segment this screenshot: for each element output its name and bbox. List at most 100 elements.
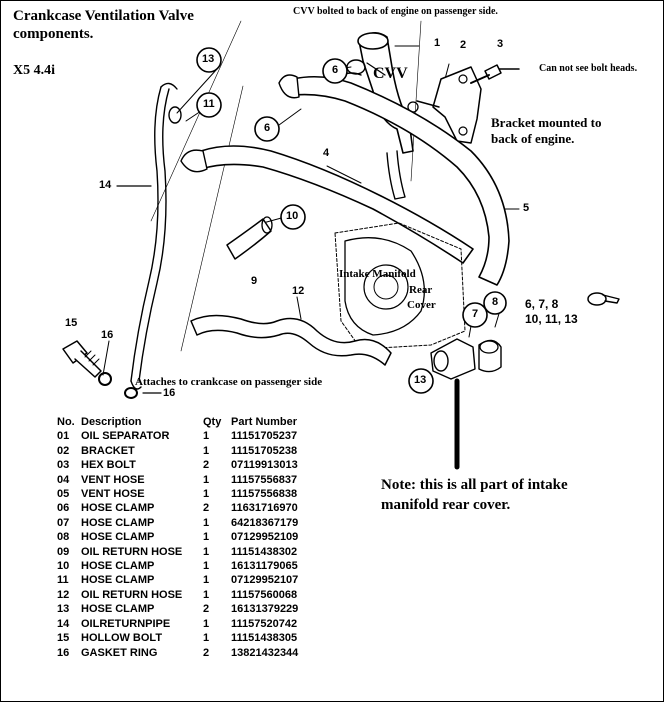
intake-manifold-label: Intake Manifold: [339, 268, 416, 280]
table-row: 08 HOSE CLAMP 1 07129952109: [57, 530, 341, 544]
cell-desc: BRACKET: [81, 444, 135, 457]
cell-pn: 11151438305: [231, 632, 298, 645]
cell-no: 12: [57, 588, 70, 601]
cell-desc: OIL RETURN HOSE: [81, 588, 183, 601]
cell-pn: 16131379229: [231, 603, 299, 616]
crankcase-note: Attaches to crankcase on passenger side: [135, 376, 323, 388]
rear-label: Rear: [409, 284, 433, 296]
table-row: 02 BRACKET 1 11151705238: [57, 444, 341, 458]
cell-pn: 11157520742: [231, 617, 298, 630]
cell-desc: HOSE CLAMP: [81, 560, 155, 573]
cell-qty: 1: [203, 560, 210, 573]
cell-qty: 1: [203, 545, 210, 558]
cell-no: 07: [57, 516, 70, 529]
cell-pn: 07119913013: [231, 459, 298, 472]
clamp-group-line-1: 6, 7, 8: [525, 297, 559, 311]
cvv-location-note: CVV bolted to back of engine on passenge…: [293, 6, 498, 17]
cell-no: 11: [57, 574, 69, 587]
cell-pn: 13821432344: [231, 646, 299, 659]
cell-pn: 07129952107: [231, 574, 299, 587]
callout-5: 5: [523, 202, 530, 214]
callout-12: 12: [292, 285, 305, 297]
cell-no: 01: [57, 430, 70, 443]
cell-desc: VENT HOSE: [81, 488, 145, 501]
cell-pn: 11151705238: [231, 444, 298, 457]
rear-cover-note: Note: this is all part of intake manifol…: [381, 477, 568, 513]
cover-label: Cover: [407, 299, 436, 311]
cell-pn: 11157556838: [231, 488, 298, 501]
callout-3: 3: [497, 38, 504, 50]
cell-desc: GASKET RING: [81, 646, 158, 659]
callout-10: 10: [286, 210, 299, 222]
cell-desc: HEX BOLT: [81, 459, 136, 472]
callout-13-bottom: 13: [414, 374, 427, 386]
cell-qty: 2: [203, 502, 210, 515]
cell-desc: HOLLOW BOLT: [81, 632, 163, 645]
cell-pn: 11157556837: [231, 473, 298, 486]
cell-qty: 1: [203, 632, 210, 645]
table-row: 15 HOLLOW BOLT 1 11151438305: [57, 631, 341, 645]
cell-qty: 1: [203, 473, 210, 486]
cell-no: 03: [57, 459, 70, 472]
cell-qty: 1: [203, 574, 210, 587]
cell-no: 05: [57, 488, 70, 501]
table-row: 03 HEX BOLT 2 07119913013: [57, 458, 341, 472]
callout-13-top: 13: [202, 53, 215, 65]
callout-16-bottom: 16: [163, 387, 176, 399]
cell-pn: 11631716970: [231, 502, 298, 515]
bracket-note: Bracket mounted to back of engine.: [491, 115, 602, 146]
cell-no: 15: [57, 632, 70, 645]
cell-no: 14: [57, 617, 70, 630]
callout-6-top: 6: [332, 64, 339, 76]
callout-7: 7: [472, 308, 479, 320]
cell-qty: 1: [203, 588, 210, 601]
cell-no: 02: [57, 444, 70, 457]
callout-15: 15: [65, 317, 78, 329]
cell-pn: 11151705237: [231, 430, 298, 443]
callout-16-top: 16: [101, 329, 114, 341]
callout-9: 9: [251, 275, 258, 287]
table-row: 07 HOSE CLAMP 1 64218367179: [57, 516, 341, 530]
col-no-header: No.: [57, 416, 75, 428]
cell-no: 04: [57, 473, 70, 486]
cell-desc: HOSE CLAMP: [81, 516, 155, 529]
table-row: 09 OIL RETURN HOSE 1 11151438302: [57, 545, 341, 559]
cell-pn: 07129952109: [231, 531, 299, 544]
cell-no: 08: [57, 531, 70, 544]
col-qty-header: Qty: [203, 416, 222, 428]
col-description-header: Description: [81, 416, 142, 428]
cell-qty: 1: [203, 516, 210, 529]
cell-pn: 64218367179: [231, 516, 299, 529]
cell-qty: 1: [203, 531, 210, 544]
cell-qty: 2: [203, 459, 210, 472]
cell-desc: OIL RETURN HOSE: [81, 545, 183, 558]
cell-no: 06: [57, 502, 70, 515]
cell-no: 09: [57, 545, 70, 558]
cell-desc: OILRETURNPIPE: [81, 617, 171, 630]
cell-qty: 1: [203, 444, 210, 457]
cell-no: 16: [57, 646, 70, 659]
cell-desc: HOSE CLAMP: [81, 502, 155, 515]
callout-11: 11: [203, 98, 215, 110]
cell-qty: 2: [203, 603, 210, 616]
diagram-title: Crankcase Ventilation Valve components.: [13, 8, 194, 42]
parts-table-header: No. Description Qty Part Number: [57, 415, 341, 429]
model-label: X5 4.4i: [13, 63, 55, 78]
callout-2: 2: [460, 39, 467, 51]
cell-desc: HOSE CLAMP: [81, 531, 155, 544]
bolt-heads-note: Can not see bolt heads.: [539, 63, 638, 74]
callout-6-bottom: 6: [264, 122, 271, 134]
cell-no: 10: [57, 560, 70, 573]
cell-pn: 11151438302: [231, 545, 298, 558]
cell-no: 13: [57, 603, 70, 616]
